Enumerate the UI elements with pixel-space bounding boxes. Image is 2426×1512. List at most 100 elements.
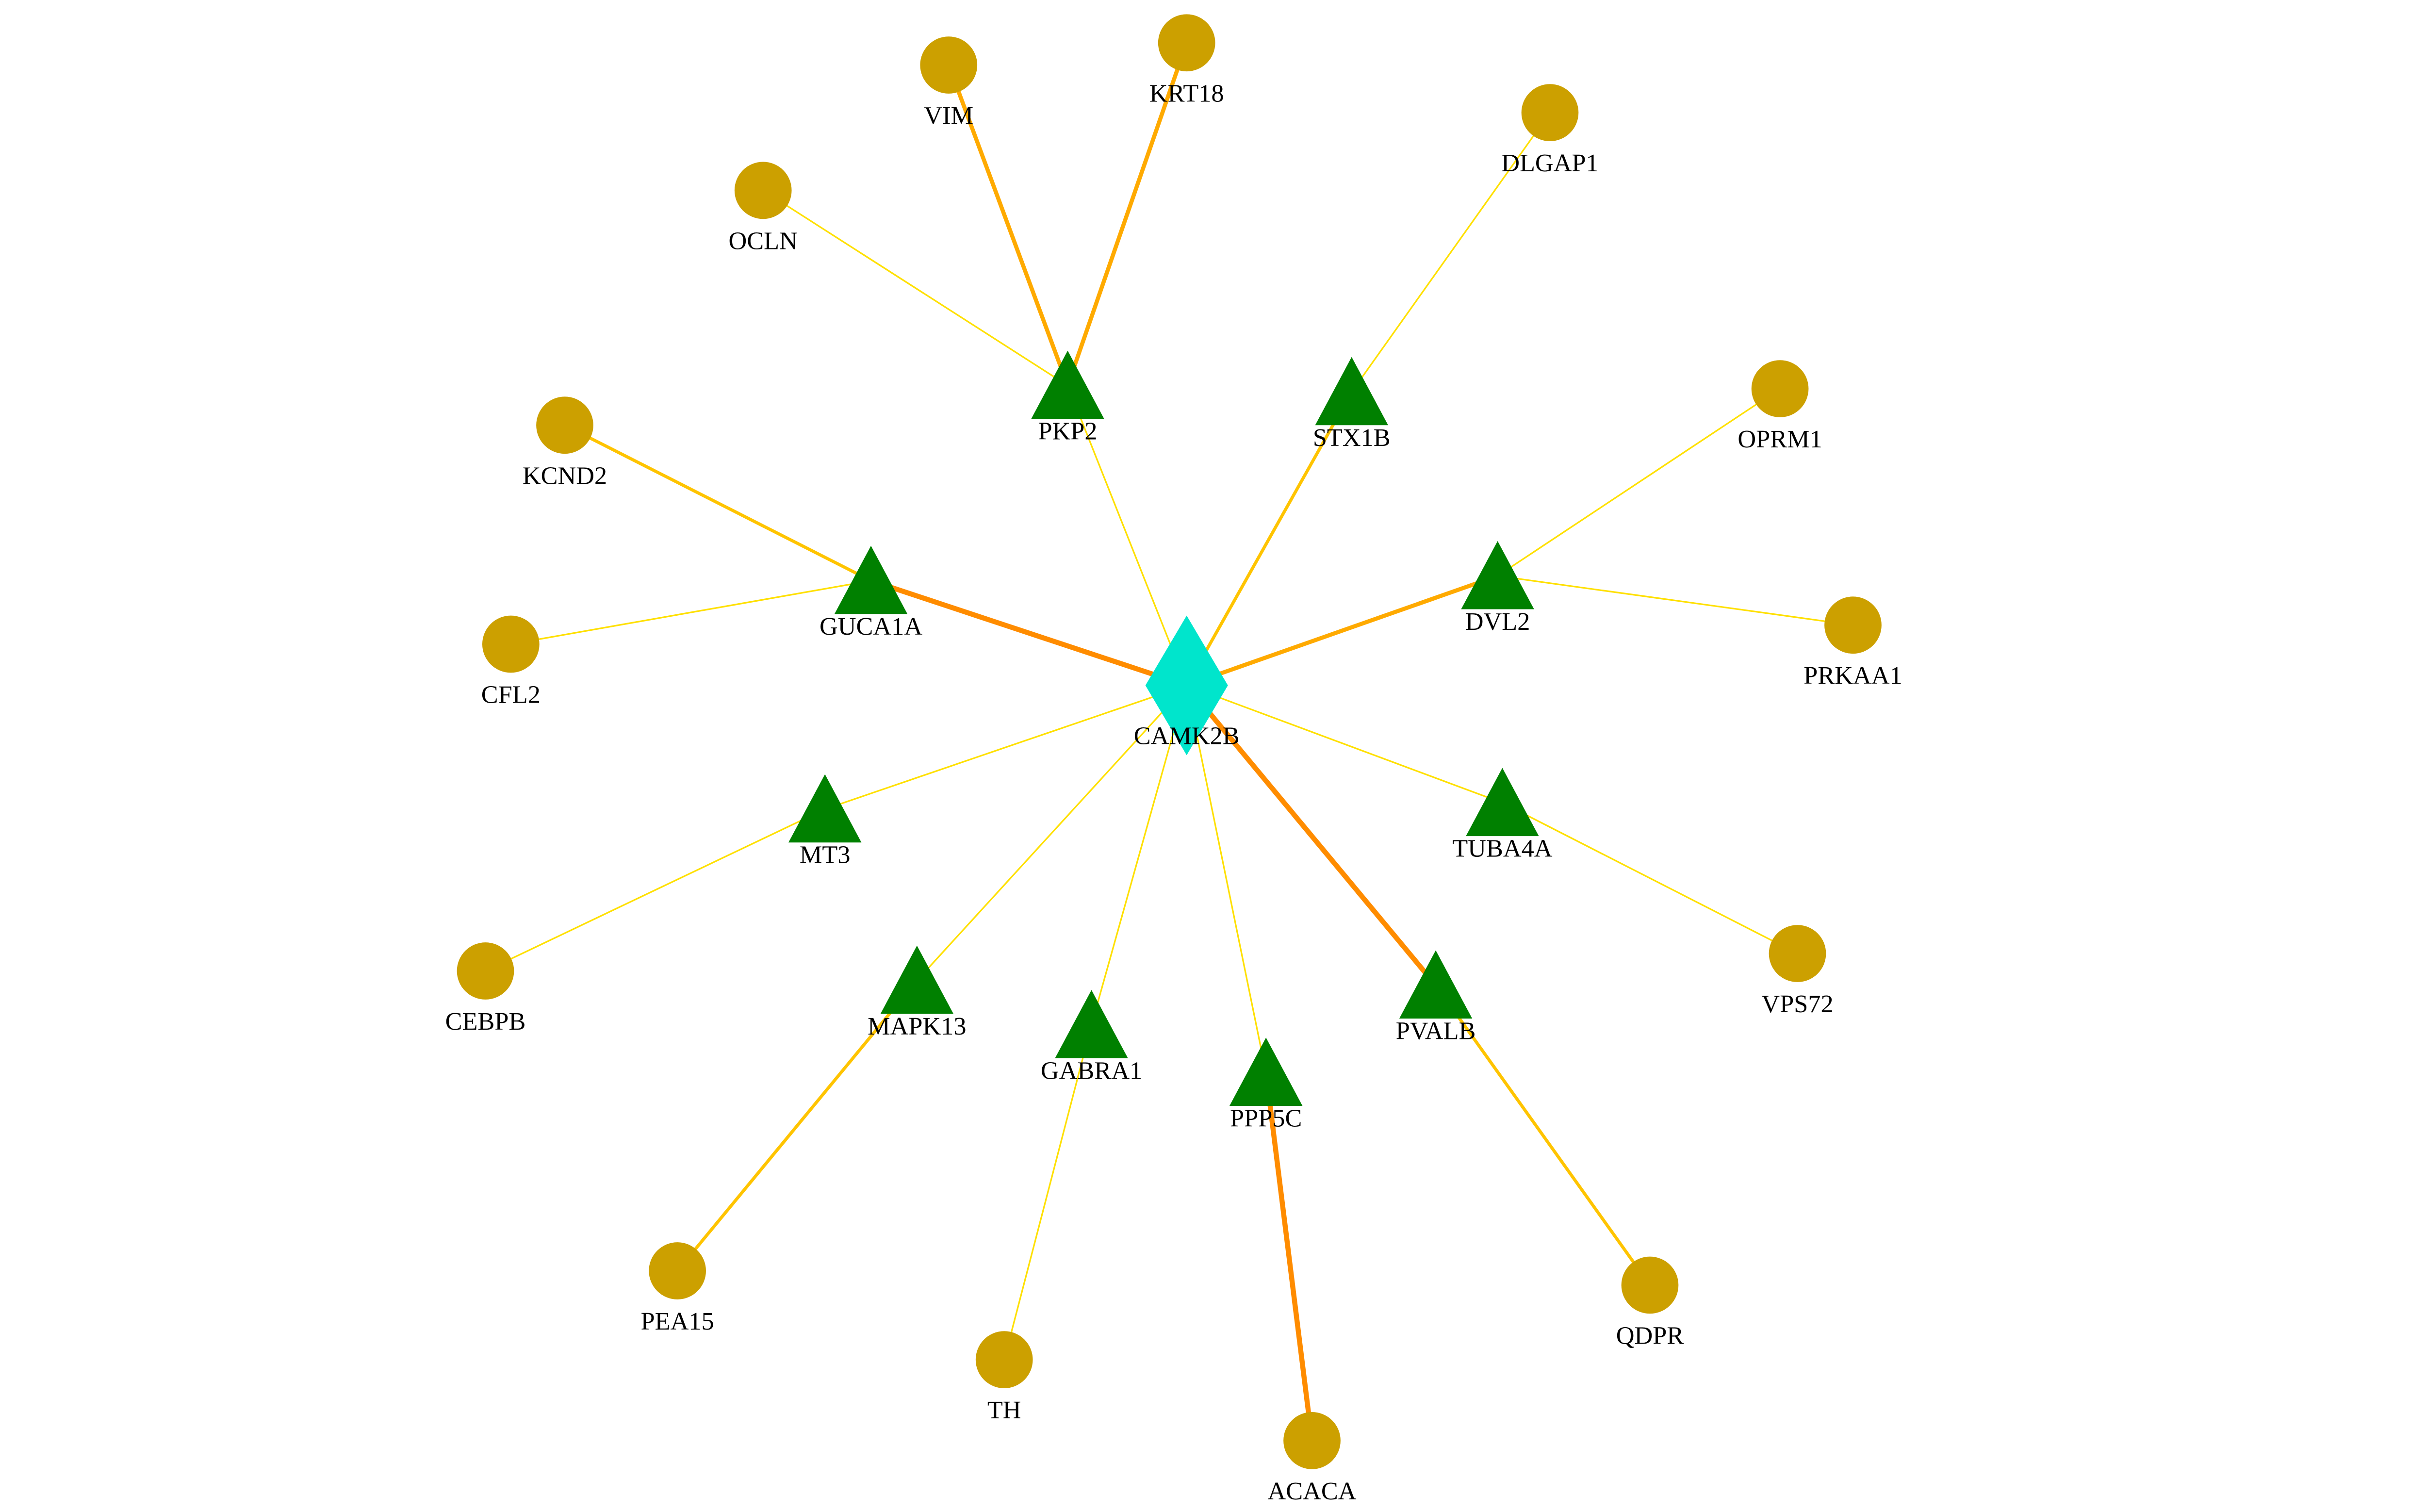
node-th[interactable]: TH bbox=[975, 1331, 1033, 1424]
node-prkaa1[interactable]: PRKAA1 bbox=[1803, 596, 1902, 690]
node-label: OPRM1 bbox=[1738, 425, 1822, 453]
edge-stx1b-dlgap1 bbox=[1351, 112, 1551, 393]
circle-icon bbox=[975, 1331, 1033, 1388]
triangle-icon bbox=[1315, 357, 1388, 426]
node-label: GABRA1 bbox=[1041, 1056, 1142, 1085]
node-tuba4a[interactable]: TUBA4A bbox=[1452, 768, 1553, 863]
edge-camk2b-guca1a bbox=[870, 578, 1188, 688]
edge-dvl2-prkaa1 bbox=[1497, 575, 1853, 626]
node-qdpr[interactable]: QDPR bbox=[1616, 1256, 1684, 1350]
triangle-icon bbox=[788, 774, 862, 843]
node-label: PVALB bbox=[1396, 1017, 1476, 1045]
edge-camk2b-mt3 bbox=[824, 684, 1187, 810]
circle-icon bbox=[1621, 1256, 1679, 1314]
edges-layer bbox=[485, 42, 1853, 1441]
circle-icon bbox=[1283, 1412, 1341, 1469]
triangle-icon bbox=[1031, 350, 1104, 419]
circle-icon bbox=[457, 942, 514, 1000]
edge-camk2b-gabra1 bbox=[1090, 685, 1188, 1025]
node-stx1b[interactable]: STX1B bbox=[1313, 357, 1391, 452]
edge-dvl2-oprm1 bbox=[1497, 388, 1781, 577]
node-pvalb[interactable]: PVALB bbox=[1396, 950, 1476, 1045]
circle-icon bbox=[734, 162, 792, 219]
circle-icon bbox=[1158, 14, 1215, 72]
circle-icon bbox=[1769, 925, 1826, 982]
circle-icon bbox=[1751, 360, 1809, 417]
node-label: VPS72 bbox=[1761, 990, 1833, 1018]
node-label: CAMK2B bbox=[1134, 722, 1240, 750]
node-label: CEBPB bbox=[445, 1007, 526, 1035]
node-label: VIM bbox=[924, 101, 973, 130]
edge-camk2b-mapk13 bbox=[916, 685, 1187, 981]
circle-icon bbox=[1521, 84, 1579, 142]
triangle-icon bbox=[834, 545, 908, 614]
circle-icon bbox=[482, 615, 540, 673]
node-label: KCND2 bbox=[523, 461, 607, 490]
circle-icon bbox=[1824, 596, 1882, 654]
node-dlgap1[interactable]: DLGAP1 bbox=[1501, 84, 1599, 177]
edge-pvalb-qdpr bbox=[1434, 984, 1652, 1286]
edge-camk2b-pkp2 bbox=[1066, 385, 1188, 686]
node-krt18[interactable]: KRT18 bbox=[1149, 14, 1224, 107]
edge-pkp2-ocln bbox=[762, 189, 1068, 386]
node-camk2b[interactable]: CAMK2B bbox=[1134, 615, 1240, 756]
circle-icon bbox=[649, 1242, 706, 1299]
edge-gabra1-th bbox=[1003, 1024, 1093, 1360]
edge-camk2b-dvl2 bbox=[1186, 574, 1498, 688]
node-oprm1[interactable]: OPRM1 bbox=[1738, 360, 1822, 453]
node-label: TUBA4A bbox=[1452, 835, 1553, 863]
node-label: CFL2 bbox=[481, 680, 541, 708]
triangle-icon bbox=[880, 945, 954, 1014]
edge-mt3-cebpb bbox=[485, 808, 825, 972]
node-acaca[interactable]: ACACA bbox=[1267, 1412, 1357, 1505]
edge-camk2b-ppp5c bbox=[1186, 685, 1267, 1073]
node-label: OCLN bbox=[729, 227, 798, 255]
node-mapk13[interactable]: MAPK13 bbox=[868, 945, 967, 1040]
triangle-icon bbox=[1399, 950, 1473, 1019]
node-label: TH bbox=[987, 1396, 1021, 1424]
node-label: PKP2 bbox=[1038, 417, 1097, 445]
node-label: PRKAA1 bbox=[1803, 661, 1902, 690]
triangle-icon bbox=[1055, 990, 1128, 1058]
node-vim[interactable]: VIM bbox=[920, 36, 978, 130]
edge-tuba4a-vps72 bbox=[1502, 802, 1798, 954]
node-label: QDPR bbox=[1616, 1321, 1684, 1349]
edge-pkp2-vim bbox=[947, 64, 1070, 387]
edge-camk2b-tuba4a bbox=[1186, 684, 1503, 804]
node-label: GUCA1A bbox=[820, 612, 922, 641]
edge-mapk13-pea15 bbox=[676, 979, 918, 1272]
node-pea15[interactable]: PEA15 bbox=[641, 1242, 714, 1335]
node-guca1a[interactable]: GUCA1A bbox=[820, 545, 922, 641]
node-pkp2[interactable]: PKP2 bbox=[1031, 350, 1104, 445]
node-label: DVL2 bbox=[1465, 608, 1530, 636]
node-ppp5c[interactable]: PPP5C bbox=[1229, 1037, 1303, 1132]
node-kcnd2[interactable]: KCND2 bbox=[523, 396, 607, 490]
triangle-icon bbox=[1229, 1037, 1303, 1106]
node-label: MAPK13 bbox=[868, 1012, 966, 1040]
edge-guca1a-cfl2 bbox=[510, 580, 871, 645]
node-gabra1[interactable]: GABRA1 bbox=[1041, 990, 1142, 1085]
triangle-icon bbox=[1466, 768, 1539, 837]
node-dvl2[interactable]: DVL2 bbox=[1461, 541, 1534, 636]
edge-pkp2-krt18 bbox=[1065, 42, 1189, 386]
triangle-icon bbox=[1461, 541, 1534, 609]
node-vps72[interactable]: VPS72 bbox=[1761, 925, 1834, 1018]
edge-camk2b-pvalb bbox=[1184, 684, 1438, 987]
edge-ppp5c-acaca bbox=[1263, 1072, 1315, 1441]
node-label: KRT18 bbox=[1149, 79, 1224, 107]
node-label: PPP5C bbox=[1230, 1104, 1302, 1132]
circle-icon bbox=[920, 36, 978, 94]
edge-camk2b-stx1b bbox=[1185, 391, 1353, 687]
node-label: DLGAP1 bbox=[1501, 149, 1598, 177]
node-cfl2[interactable]: CFL2 bbox=[481, 615, 541, 709]
node-label: ACACA bbox=[1267, 1477, 1356, 1505]
node-label: PEA15 bbox=[641, 1307, 714, 1335]
node-cebpb[interactable]: CEBPB bbox=[445, 942, 526, 1035]
circle-icon bbox=[536, 396, 593, 454]
node-mt3[interactable]: MT3 bbox=[788, 774, 862, 869]
node-label: STX1B bbox=[1313, 424, 1391, 452]
node-ocln[interactable]: OCLN bbox=[729, 162, 798, 255]
node-label: MT3 bbox=[800, 841, 851, 869]
